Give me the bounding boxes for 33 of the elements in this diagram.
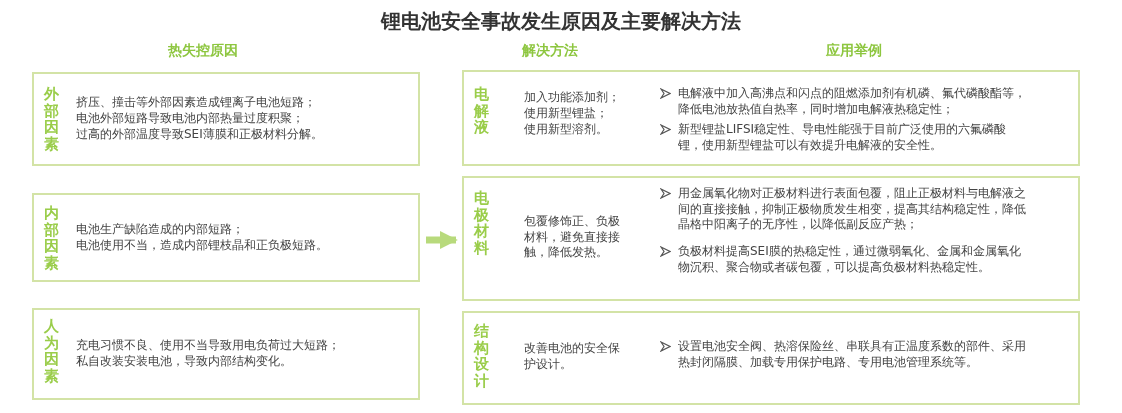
cause-text: 充电习惯不良、使用不当导致用电负荷过大短路； <box>76 338 340 354</box>
solution-box <box>462 70 1080 166</box>
cause-box <box>32 72 420 166</box>
method-text: 包覆修饰正、负极材料，避免直接接触，降低发热。 <box>524 214 621 261</box>
column-heading: 应用举例 <box>826 42 882 60</box>
diagram-title: 锂电池安全事故发生原因及主要解决方法 <box>379 8 742 35</box>
method-text: 使用新型锂盐； <box>524 106 609 122</box>
solution-box <box>462 311 1080 405</box>
category-heading: 电解液 <box>474 86 489 136</box>
cause-text: 挤压、撞击等外部因素造成锂离子电池短路； <box>76 95 316 111</box>
example-text: 用金属氧化物对正极材料进行表面包覆，阻止正极材料与电解液之间的直接接触，抑制正极物质发生相变，提高其结构稳定性，降低晶格中阳离子的无序性，以降低副反应产热； <box>678 186 1027 233</box>
example-text: 负极材料提高SEI膜的热稳定性，通过微弱氧化、金属和金属氧化物沉积、聚合物或者碳包覆，可以提高负极材料热稳定性。 <box>678 244 1022 276</box>
cause-text: 过高的外部温度导致SEI薄膜和正极材料分解。 <box>76 127 323 143</box>
example-text: 电解液中加入高沸点和闪点的阻燃添加剂有机磷、氟代磷酸酯等，降低电池放热值自热率，同时增加电解液热稳定性； <box>678 86 1027 118</box>
method-text: 加入功能添加剂； <box>524 90 621 106</box>
cause-box <box>32 193 420 282</box>
method-text: 使用新型溶剂。 <box>524 122 609 138</box>
cause-text: 电池使用不当，造成内部锂枝晶和正负极短路。 <box>76 237 328 254</box>
category-heading: 人为因素 <box>44 318 59 384</box>
solution-box <box>462 176 1080 301</box>
example-text: 设置电池安全阀、热溶保险丝、串联具有正温度系数的部件、采用热封闭隔膜、加载专用保护电路、专用电池管理系统等。 <box>678 339 1027 371</box>
cause-text: 电池生产缺陷造成的内部短路； <box>76 221 244 238</box>
cause-text: 私自改装安装电池，导致内部结构变化。 <box>76 354 292 370</box>
category-heading: 外部因素 <box>44 86 59 152</box>
column-heading: 热失控原因 <box>168 42 238 60</box>
category-heading: 电极材料 <box>474 190 489 256</box>
category-heading: 内部因素 <box>44 205 59 271</box>
cause-text: 电池外部短路导致电池内部热量过度积聚； <box>76 111 304 127</box>
method-text: 改善电池的安全保护设计。 <box>524 341 621 373</box>
cause-box <box>32 308 420 400</box>
example-text: 新型锂盐LIFSI稳定性、导电性能强于目前广泛使用的六氟磷酸锂，使用新型锂盐可以有效提升电解液的安全性。 <box>678 122 1008 154</box>
column-heading: 解决方法 <box>522 42 578 60</box>
category-heading: 结构设计 <box>474 323 489 389</box>
